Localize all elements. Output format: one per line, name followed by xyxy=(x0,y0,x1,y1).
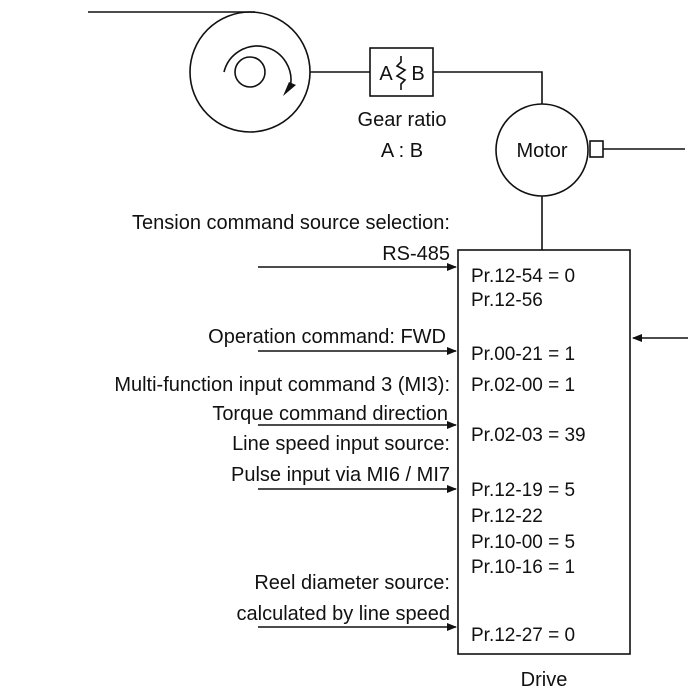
param-item: Pr.10-00 = 5 xyxy=(471,532,575,553)
gear-ratio-value: A : B xyxy=(381,140,423,162)
rotation-arc xyxy=(223,45,292,89)
mi3-value: Torque command direction xyxy=(212,403,448,425)
param-item: Pr.10-16 = 1 xyxy=(471,557,575,578)
operation-command: Operation command: FWD xyxy=(208,326,446,348)
drive-label: Drive xyxy=(521,669,568,691)
gear-motor-link xyxy=(433,71,543,104)
gear-label-b: B xyxy=(411,63,424,85)
param-item: Pr.02-00 = 1 xyxy=(471,375,575,396)
gear-label-a: A xyxy=(379,63,393,85)
gear-teeth-icon xyxy=(395,56,407,90)
param-item: Pr.02-03 = 39 xyxy=(471,425,586,446)
line-speed-title: Line speed input source: xyxy=(232,433,450,455)
mi3-title: Multi-function input command 3 (MI3): xyxy=(114,374,450,396)
param-item: Pr.12-27 = 0 xyxy=(471,625,575,646)
param-item: Pr.12-19 = 5 xyxy=(471,480,575,501)
tension-source-value: RS-485 xyxy=(382,243,450,265)
encoder-icon xyxy=(589,140,604,158)
param-item: Pr.12-54 = 0 xyxy=(471,266,575,287)
parameter-list: Pr.12-54 = 0 Pr.12-56 Pr.00-21 = 1 Pr.02… xyxy=(471,266,586,646)
reel-outer-circle xyxy=(189,11,311,133)
motor-label: Motor xyxy=(516,140,567,162)
param-item: Pr.00-21 = 1 xyxy=(471,344,575,365)
gear-ratio-caption: Gear ratio xyxy=(358,109,447,131)
drive-box xyxy=(457,249,631,655)
reel xyxy=(189,11,311,133)
rotation-arrow-icon xyxy=(283,82,296,96)
param-item: Pr.12-56 xyxy=(471,290,543,311)
line-speed-value: Pulse input via MI6 / MI7 xyxy=(231,464,450,486)
reel-hub xyxy=(234,56,266,88)
gear-box: A B xyxy=(369,47,434,97)
tension-source-title: Tension command source selection: xyxy=(132,212,450,234)
reel-diameter-title: Reel diameter source: xyxy=(254,572,450,594)
param-item: Pr.12-22 xyxy=(471,506,543,527)
reel-diameter-value: calculated by line speed xyxy=(237,603,450,625)
